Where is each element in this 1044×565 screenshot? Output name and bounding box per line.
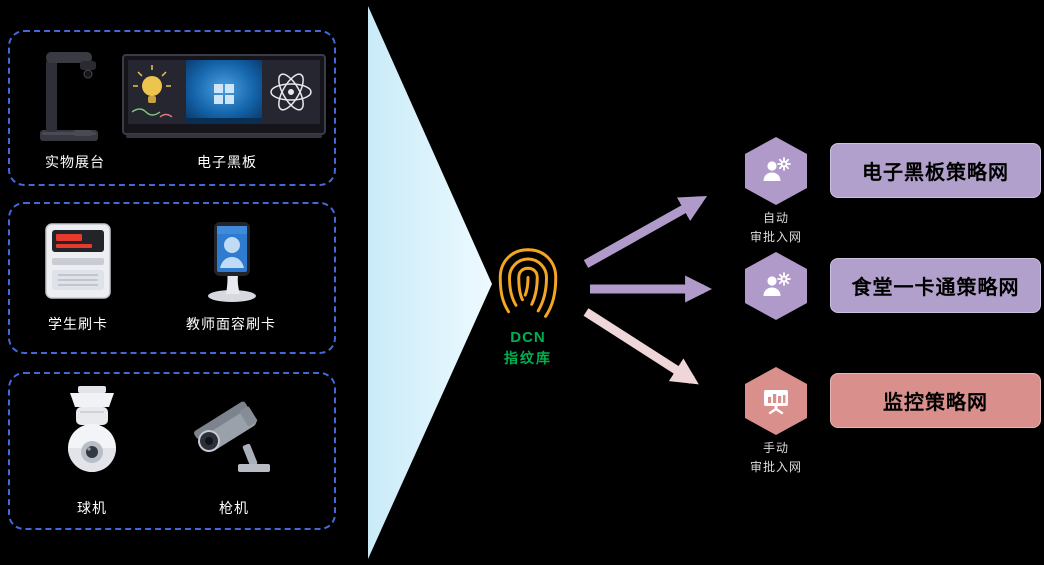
target-label: 食堂一卡通策略网 [851,277,1020,299]
caption-auto-approval: 自动 审批入网 [714,209,838,246]
face-terminal-image [208,222,256,302]
device-label-document-camera: 实物展台 [45,154,105,170]
target-monitor-policy-network: 监控策略网 [830,373,1041,428]
caption-line: 审批入网 [749,459,802,474]
smart-board-image [122,54,326,138]
arrow-to-monitor-network [583,308,699,385]
device-label-card-reader: 学生刷卡 [48,316,108,332]
card-reader-image [45,223,111,299]
arrow-to-blackboard-network [583,196,708,268]
document-camera-image [40,52,98,141]
automation-approval-icon [763,157,791,181]
caption-manual-approval: 手动 审批入网 [714,439,838,476]
target-blackboard-policy-network: 电子黑板策略网 [830,143,1041,198]
device-group-display: 实物展台 [8,30,336,186]
bullet-camera-image [194,401,270,472]
device-label-face-terminal: 教师面容刷卡 [186,316,276,332]
caption-line: 审批入网 [749,229,802,244]
caption-line: 手动 [762,441,789,455]
hub-title: DCN [510,329,546,346]
dome-camera-image [68,386,116,472]
target-label: 电子黑板策略网 [862,162,1009,184]
target-label: 监控策略网 [883,392,988,414]
hub-subtitle: 指纹库 [504,350,552,366]
funnel-triangle [368,6,492,559]
automation-approval-icon [763,272,791,296]
device-group-card: 学生刷卡 教师面容刷卡 [8,202,336,354]
device-label-dome-camera: 球机 [77,500,107,516]
device-label-bullet-camera: 枪机 [219,500,249,516]
hexagon-manual-approval [745,367,807,435]
hexagon-auto-approval-2 [745,252,807,320]
fingerprint-hub: DCN 指纹库 [488,244,568,368]
hexagon-auto-approval-1 [745,137,807,205]
fingerprint-icon [498,248,558,318]
target-canteen-policy-network: 食堂一卡通策略网 [830,258,1041,313]
monitor-approval-icon [764,390,788,415]
caption-line: 自动 [762,211,789,225]
device-group-camera: 球机 枪机 [8,372,336,530]
device-label-smart-board: 电子黑板 [197,154,257,170]
